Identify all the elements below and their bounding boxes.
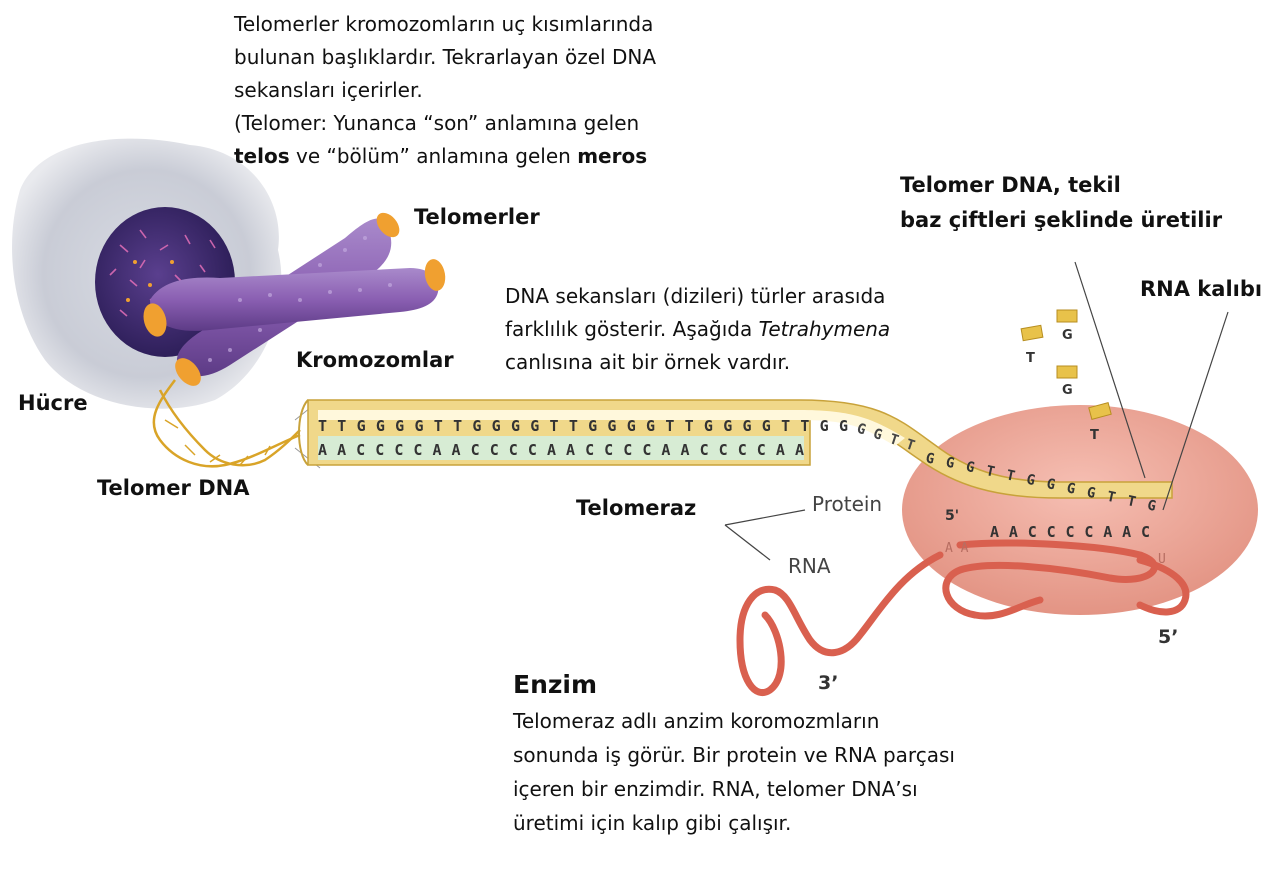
label-telomeraz: Telomeraz (576, 496, 697, 520)
intro-line: (Telomer: Yunanca “son” anlamına gelen (234, 111, 640, 135)
free-nucleotide-g1: G (1062, 328, 1073, 343)
free-nucleotides (1020, 309, 1112, 420)
label-hucre: Hücre (18, 391, 88, 415)
intro-text: Telomerler kromozomların uç kısımlarında… (234, 8, 656, 173)
sequence-description: DNA sekansları (dizileri) türler arasıda… (505, 280, 890, 379)
enzim-text: Telomeraz adlı anzim koromozmların sonun… (513, 704, 955, 840)
seq-line: DNA sekansları (dizileri) türler arasıda (505, 284, 886, 308)
pointer-lines (724, 261, 1229, 561)
label-five-prime-outer: 5’ (1158, 626, 1179, 648)
sequence-top: TTGGGGTTGGGGTTGGGGTTGGGGTTGG (318, 417, 848, 435)
five-prime-inner: 5' (945, 508, 959, 524)
label-three-prime: 3’ (818, 672, 839, 694)
intro-line: telos ve “bölüm” anlamına gelen meros (234, 140, 656, 173)
sequence-inner-bottom: AACCCCAAC (990, 523, 1150, 541)
dna-helix (152, 379, 301, 468)
label-telomerler: Telomerler (414, 205, 540, 229)
free-nucleotide-t2: T (1090, 428, 1099, 443)
telomere-cap (424, 259, 446, 291)
chromosome (143, 212, 446, 386)
intro-line: bulunan başlıklardır. Tekrarlayan özel D… (234, 45, 657, 69)
enzim-line: üretimi için kalıp gibi çalışır. (513, 811, 792, 835)
label-kromozomlar: Kromozomlar (296, 348, 454, 372)
dna-double-strand (298, 399, 1173, 499)
sequence-tail: GGTT (855, 421, 917, 455)
telomere-cap (175, 358, 201, 386)
enzim-line: içeren bir enzimdir. RNA, telomer DNA’sı (513, 777, 918, 801)
telomere-cap (143, 303, 167, 337)
intro-bold-meros: meros (577, 144, 648, 168)
label-protein: Protein (812, 492, 883, 516)
free-nucleotide-t1: T (1026, 351, 1035, 366)
enzim-line: sonunda iş görür. Bir protein ve RNA par… (513, 743, 955, 767)
seq-line: farklılık gösterir. Aşağıda Tetrahymena (505, 313, 890, 346)
enzim-line: Telomeraz adlı anzim koromozmların (513, 709, 880, 733)
intro-bold-telos: telos (234, 144, 290, 168)
intro-line: Telomerler kromozomların uç kısımlarında (234, 12, 654, 36)
label-telomer-dna: Telomer DNA (97, 476, 250, 500)
sequence-bottom: AACCCCAACCCCAACCCCAACCCCAA (318, 441, 804, 459)
seq-line: canlısına ait bir örnek vardır. (505, 350, 791, 374)
intro-line: sekansları içerirler. (234, 78, 423, 102)
free-nucleotide-g2: G (1062, 383, 1073, 398)
label-rna: RNA (788, 554, 831, 578)
telomere-cap (376, 212, 400, 238)
sequence-inner-top: GGGTTGGGGTTG (924, 450, 1157, 515)
label-rna-kalibi: RNA kalıbı (1140, 277, 1263, 301)
label-tekil-line2: baz çiftleri şeklinde üretilir (900, 208, 1223, 232)
intro-mid: ve “bölüm” anlamına gelen (289, 144, 578, 168)
rna-ribbon (736, 539, 1190, 696)
label-tekil-line1: Telomer DNA, tekil (900, 173, 1121, 197)
rna-faded-left: A A (945, 541, 969, 556)
species-name: Tetrahymena (758, 317, 891, 341)
enzim-title: Enzim (513, 670, 598, 699)
seq-line2-text: farklılık gösterir. Aşağıda (505, 317, 759, 341)
rna-faded-right: U (1158, 552, 1166, 567)
